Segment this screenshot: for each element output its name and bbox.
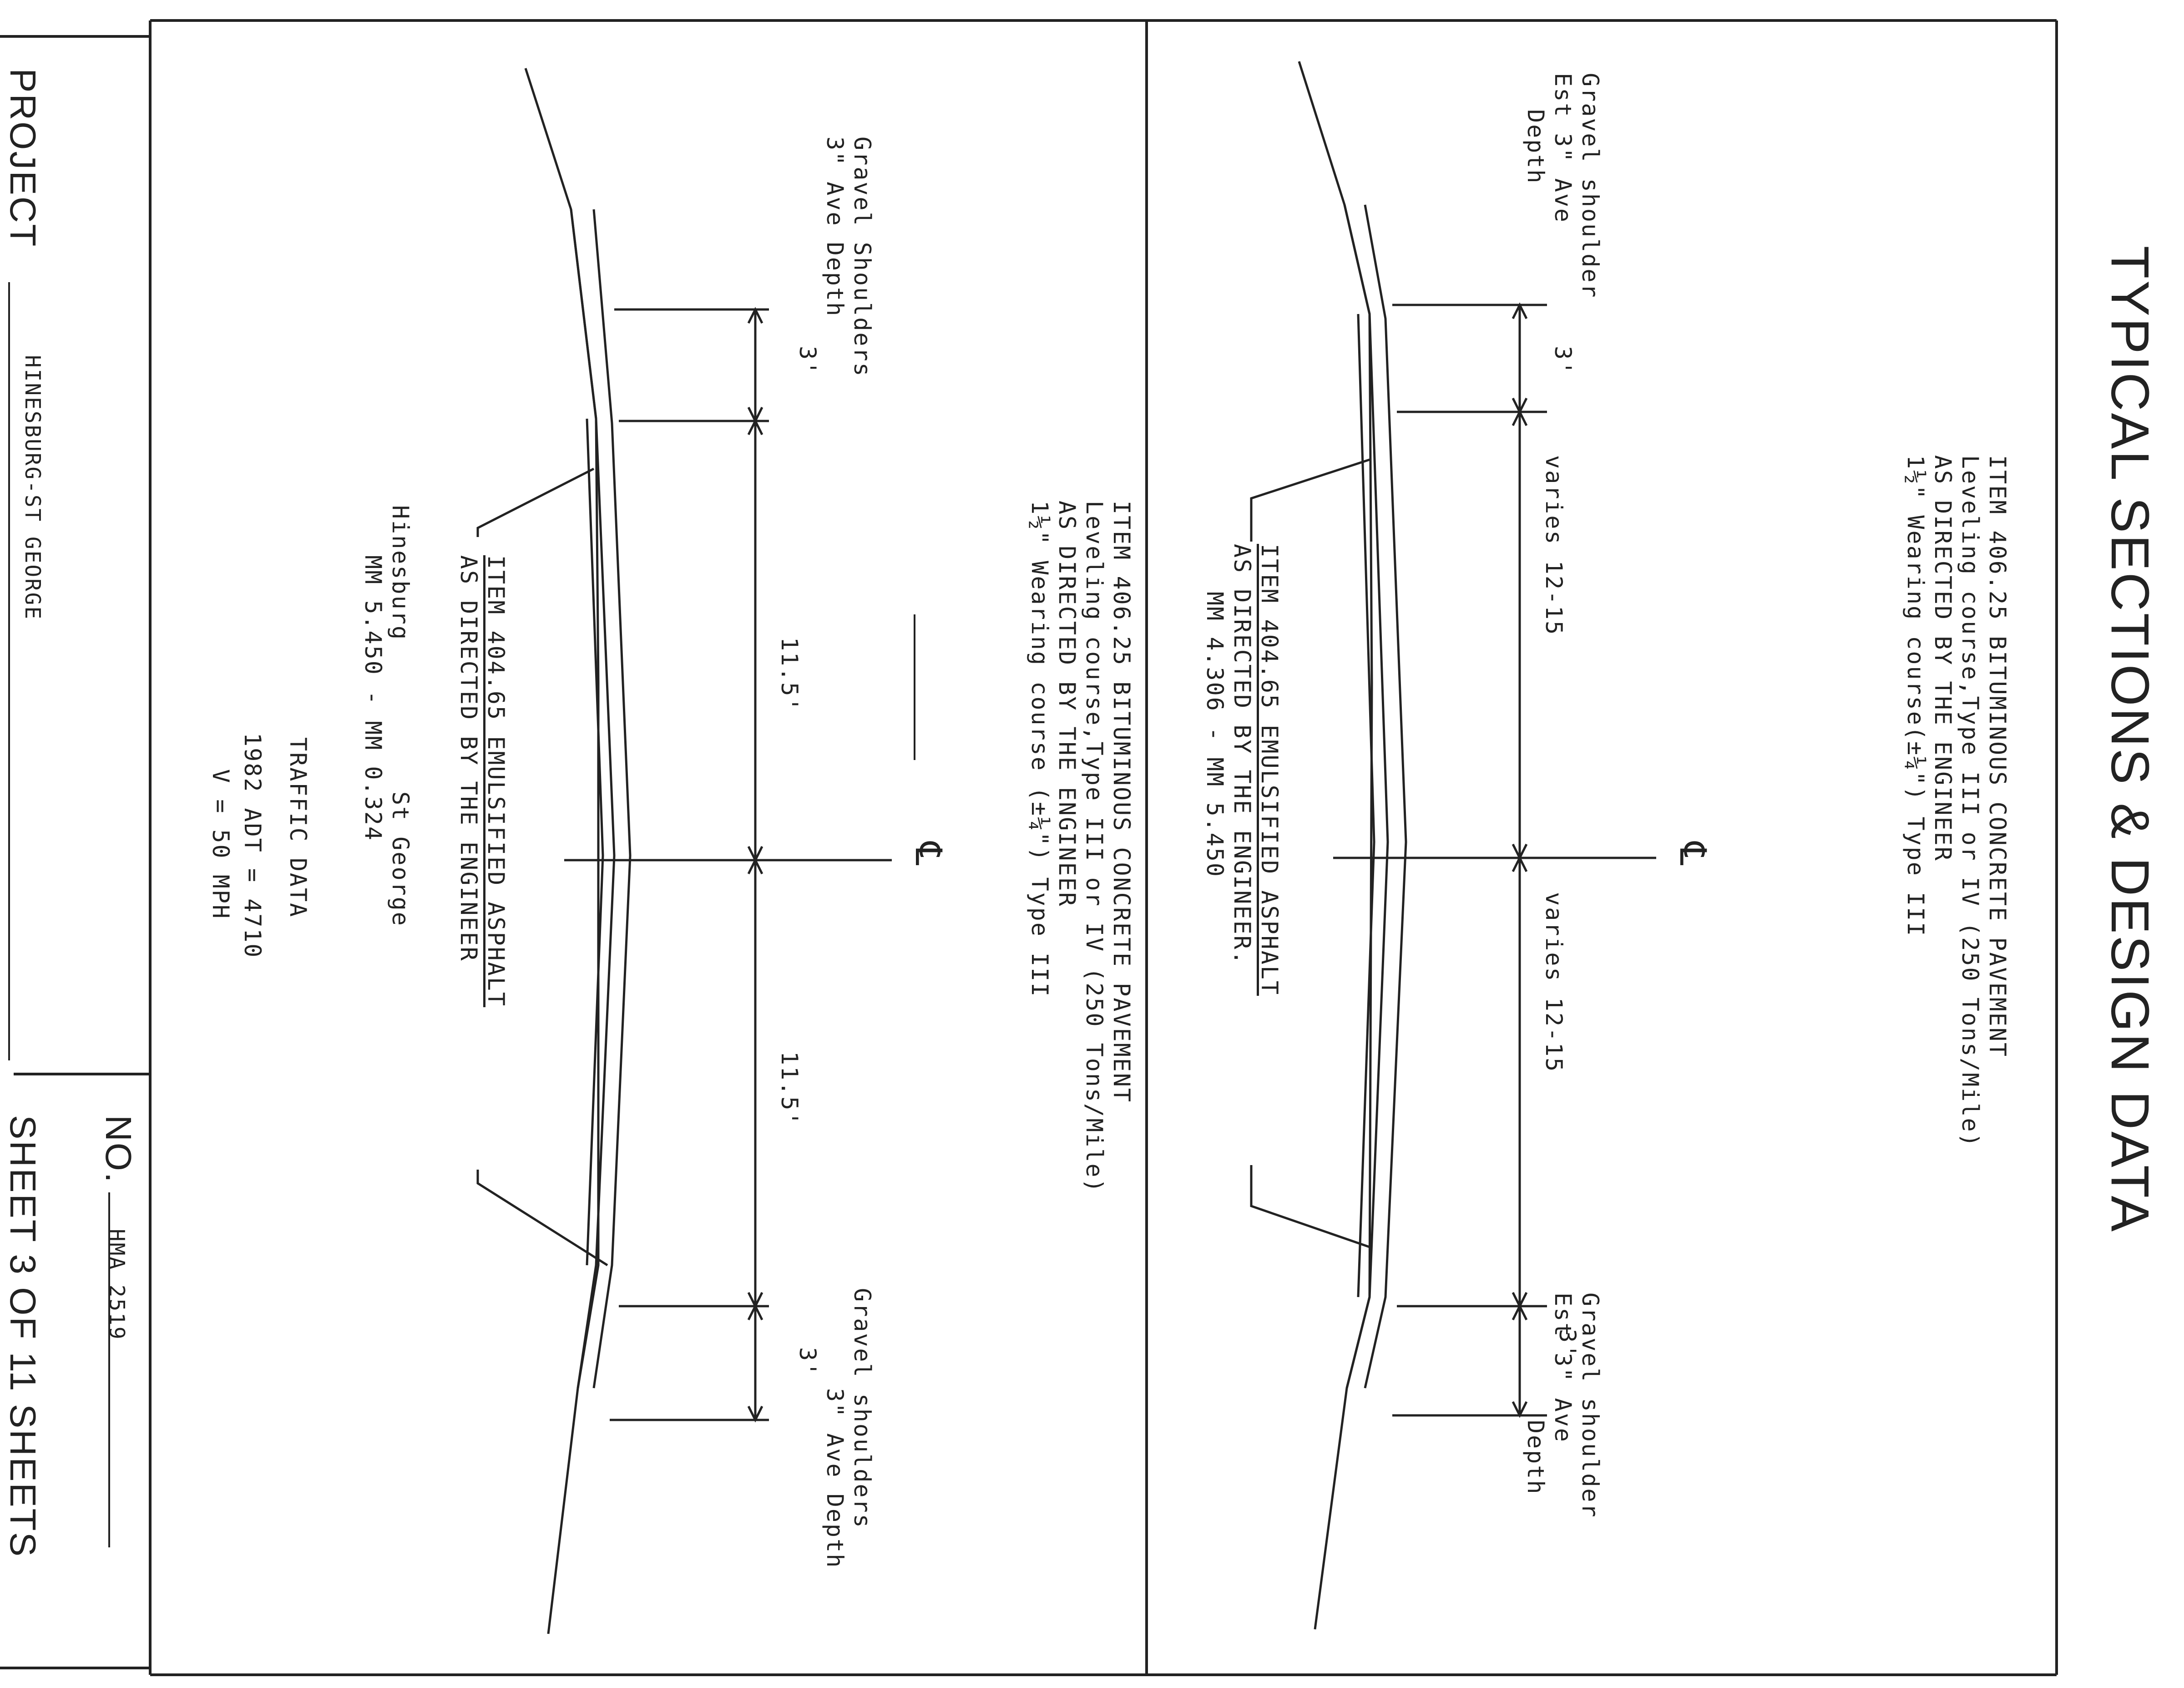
top-left-lane-width: varies 12-15 (1541, 455, 1567, 636)
traffic-data-line: V = 50 MPH (207, 769, 234, 920)
top-pavement-note-line: AS DIRECTED BY THE ENGINEER (1930, 455, 1956, 862)
bottom-right-shoulder-width: 3' (794, 1347, 821, 1378)
top-ground-surface (1298, 61, 1373, 1630)
top-asphalt-note-line: AS DIRECTED BY THE ENGINEER. (1229, 544, 1255, 966)
top-right-lane-width: varies 12-15 (1541, 892, 1567, 1073)
bottom-asphalt-note-line: ITEM 404.65 EMULSIFIED ASPHALT (483, 555, 509, 1008)
top-leader-right (1250, 1165, 1370, 1248)
bottom-asphalt-note-line: AS DIRECTED BY THE ENGINEER (455, 555, 482, 962)
bottom-pavement-note-line: ITEM 406.25 BITUMINOUS CONCRETE PAVEMENT (1108, 501, 1135, 1104)
title-block-rules (8, 282, 915, 1547)
top-pavement-note-line: ITEM 406.25 BITUMINOUS CONCRETE PAVEMENT (1984, 455, 2011, 1058)
dimension-arrows (747, 302, 1528, 1423)
drawing-number-value: HMA 2519 (105, 1229, 129, 1341)
project-limits-line: Hinesburg St George (387, 505, 414, 927)
top-pavement-inner (1357, 314, 1375, 1298)
bottom-typical-section (476, 68, 892, 1634)
project-label: PROJECT (3, 68, 43, 248)
traffic-data-line: 1982 ADT = 4710 (239, 733, 266, 959)
bottom-subbase (592, 209, 632, 1389)
bottom-ground-surface (524, 68, 600, 1634)
bottom-pavement-note-line: AS DIRECTED BY THE ENGINEER (1054, 501, 1080, 907)
bottom-leader-right (476, 1170, 608, 1267)
project-value: HINESBURG-ST GEORGE (20, 355, 45, 621)
project-limits-line: MM 5.450 - MM 0.324 (360, 555, 386, 841)
bottom-right-lane-width: 11.5' (776, 1051, 803, 1127)
bottom-centerline-symbol: ℄ (908, 842, 949, 866)
top-pavement-note-line: 1½" Wearing course(±¼") Type III (1902, 455, 1929, 938)
top-right-shoulder-width: 3' (1554, 1329, 1581, 1359)
sheet-border (0, 19, 2058, 1676)
top-asphalt-note-line: MM 4.306 - MM 5.450 (1202, 592, 1228, 878)
top-asphalt-note-line: ITEM 404.65 EMULSIFIED ASPHALT (1256, 544, 1283, 996)
drawing-number-label: NO. (98, 1115, 139, 1184)
drawing-title: TYPICAL SECTIONS & DESIGN DATA (2100, 246, 2160, 1234)
top-subbase (1364, 204, 1407, 1389)
top-pavement-note-line: Leveling course,Type III or IV (250 Tons… (1957, 455, 1983, 1148)
traffic-data-heading: TRAFFIC DATA (285, 737, 311, 918)
top-pavement-edge (1343, 204, 1389, 1389)
top-centerline-symbol: ℄ (1673, 842, 1713, 866)
bottom-leader-left (476, 467, 595, 537)
sheet-count: SHEET 3 OF 11 SHEETS (3, 1115, 43, 1558)
top-left-shoulder-width: 3' (1550, 346, 1576, 376)
top-leader-left (1250, 458, 1370, 542)
bottom-pavement-note-line: Leveling course,Type III or IV (250 Tons… (1081, 501, 1107, 1194)
bottom-pavement-inner (586, 418, 604, 1266)
bottom-left-lane-width: 11.5' (776, 637, 803, 713)
bottom-left-shoulder-width: 3' (794, 346, 821, 376)
bottom-pavement-note-line: 1½" Wearing course (±¼") Type III (1026, 501, 1053, 998)
bottom-pavement-edge (570, 209, 616, 1389)
